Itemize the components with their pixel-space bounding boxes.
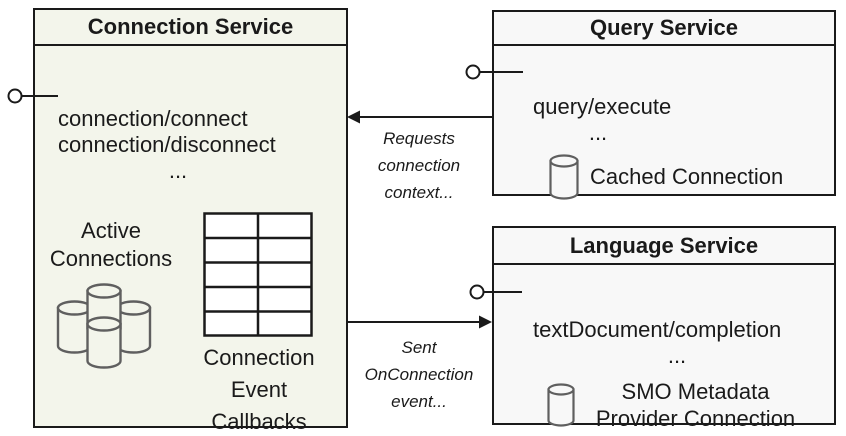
language-service-title: Language Service <box>494 228 834 265</box>
query-methods-list: query/execute ... <box>533 94 672 146</box>
sent-onconnection-event-label: Sent OnConnection event... <box>352 334 486 415</box>
connection-methods-ellipsis: ... <box>168 158 188 183</box>
active-connections-database-cluster-icon <box>56 283 152 369</box>
connection-service-title: Connection Service <box>35 10 346 46</box>
arrow-label-line: OnConnection <box>364 365 474 384</box>
active-connections-label-line: Active <box>81 218 141 243</box>
cached-connection-item: Cached Connection <box>549 152 783 202</box>
query-service-title: Query Service <box>494 12 834 46</box>
language-methods-ellipsis: ... <box>667 343 687 368</box>
requests-connection-arrow <box>347 110 492 124</box>
cached-connection-database-icon <box>549 154 579 200</box>
query-methods-ellipsis: ... <box>588 120 608 145</box>
requests-connection-context-label: Requests connection context... <box>357 125 481 206</box>
callbacks-label-line: Connection <box>203 345 315 370</box>
query-service-box: Query Service query/execute ... Cached C… <box>492 10 836 200</box>
arrow-label-line: context... <box>384 183 454 202</box>
database-cylinder-icon <box>56 300 93 354</box>
arrow-label-line: connection <box>377 156 461 175</box>
smo-connection-item: SMO Metadata Provider Connection <box>547 377 803 433</box>
database-cylinder-icon <box>86 316 122 369</box>
active-connections-label-line: Connections <box>49 246 173 271</box>
method-connection-connect: connection/connect <box>58 106 248 131</box>
active-connections-label: Active Connections <box>41 217 181 273</box>
callback-table-icon <box>203 212 313 337</box>
arrow-label-line: event... <box>391 392 447 411</box>
method-query-execute: query/execute <box>533 94 672 119</box>
smo-connection-label: SMO Metadata Provider Connection <box>595 379 796 431</box>
smo-connection-database-icon <box>547 383 575 427</box>
arrow-label-line: Sent <box>401 338 437 357</box>
arrow-label-line: Requests <box>383 129 455 148</box>
language-service-box: Language Service textDocument/completion… <box>492 226 836 431</box>
connection-event-callbacks-label: Connection Event Callbacks <box>189 342 329 436</box>
method-connection-disconnect: connection/disconnect <box>58 132 276 157</box>
language-methods-list: textDocument/completion ... <box>533 317 821 369</box>
sent-event-arrow <box>347 315 492 329</box>
database-cylinder-icon <box>115 300 152 354</box>
cached-connection-label: Cached Connection <box>590 164 784 189</box>
callbacks-label-line: Event <box>230 377 288 402</box>
callbacks-label-line: Callbacks <box>211 409 307 434</box>
method-textdocument-completion: textDocument/completion <box>533 317 782 342</box>
connection-methods-list: connection/connect connection/disconnect… <box>58 106 298 184</box>
connection-service-box: Connection Service connection/connect co… <box>33 8 348 434</box>
